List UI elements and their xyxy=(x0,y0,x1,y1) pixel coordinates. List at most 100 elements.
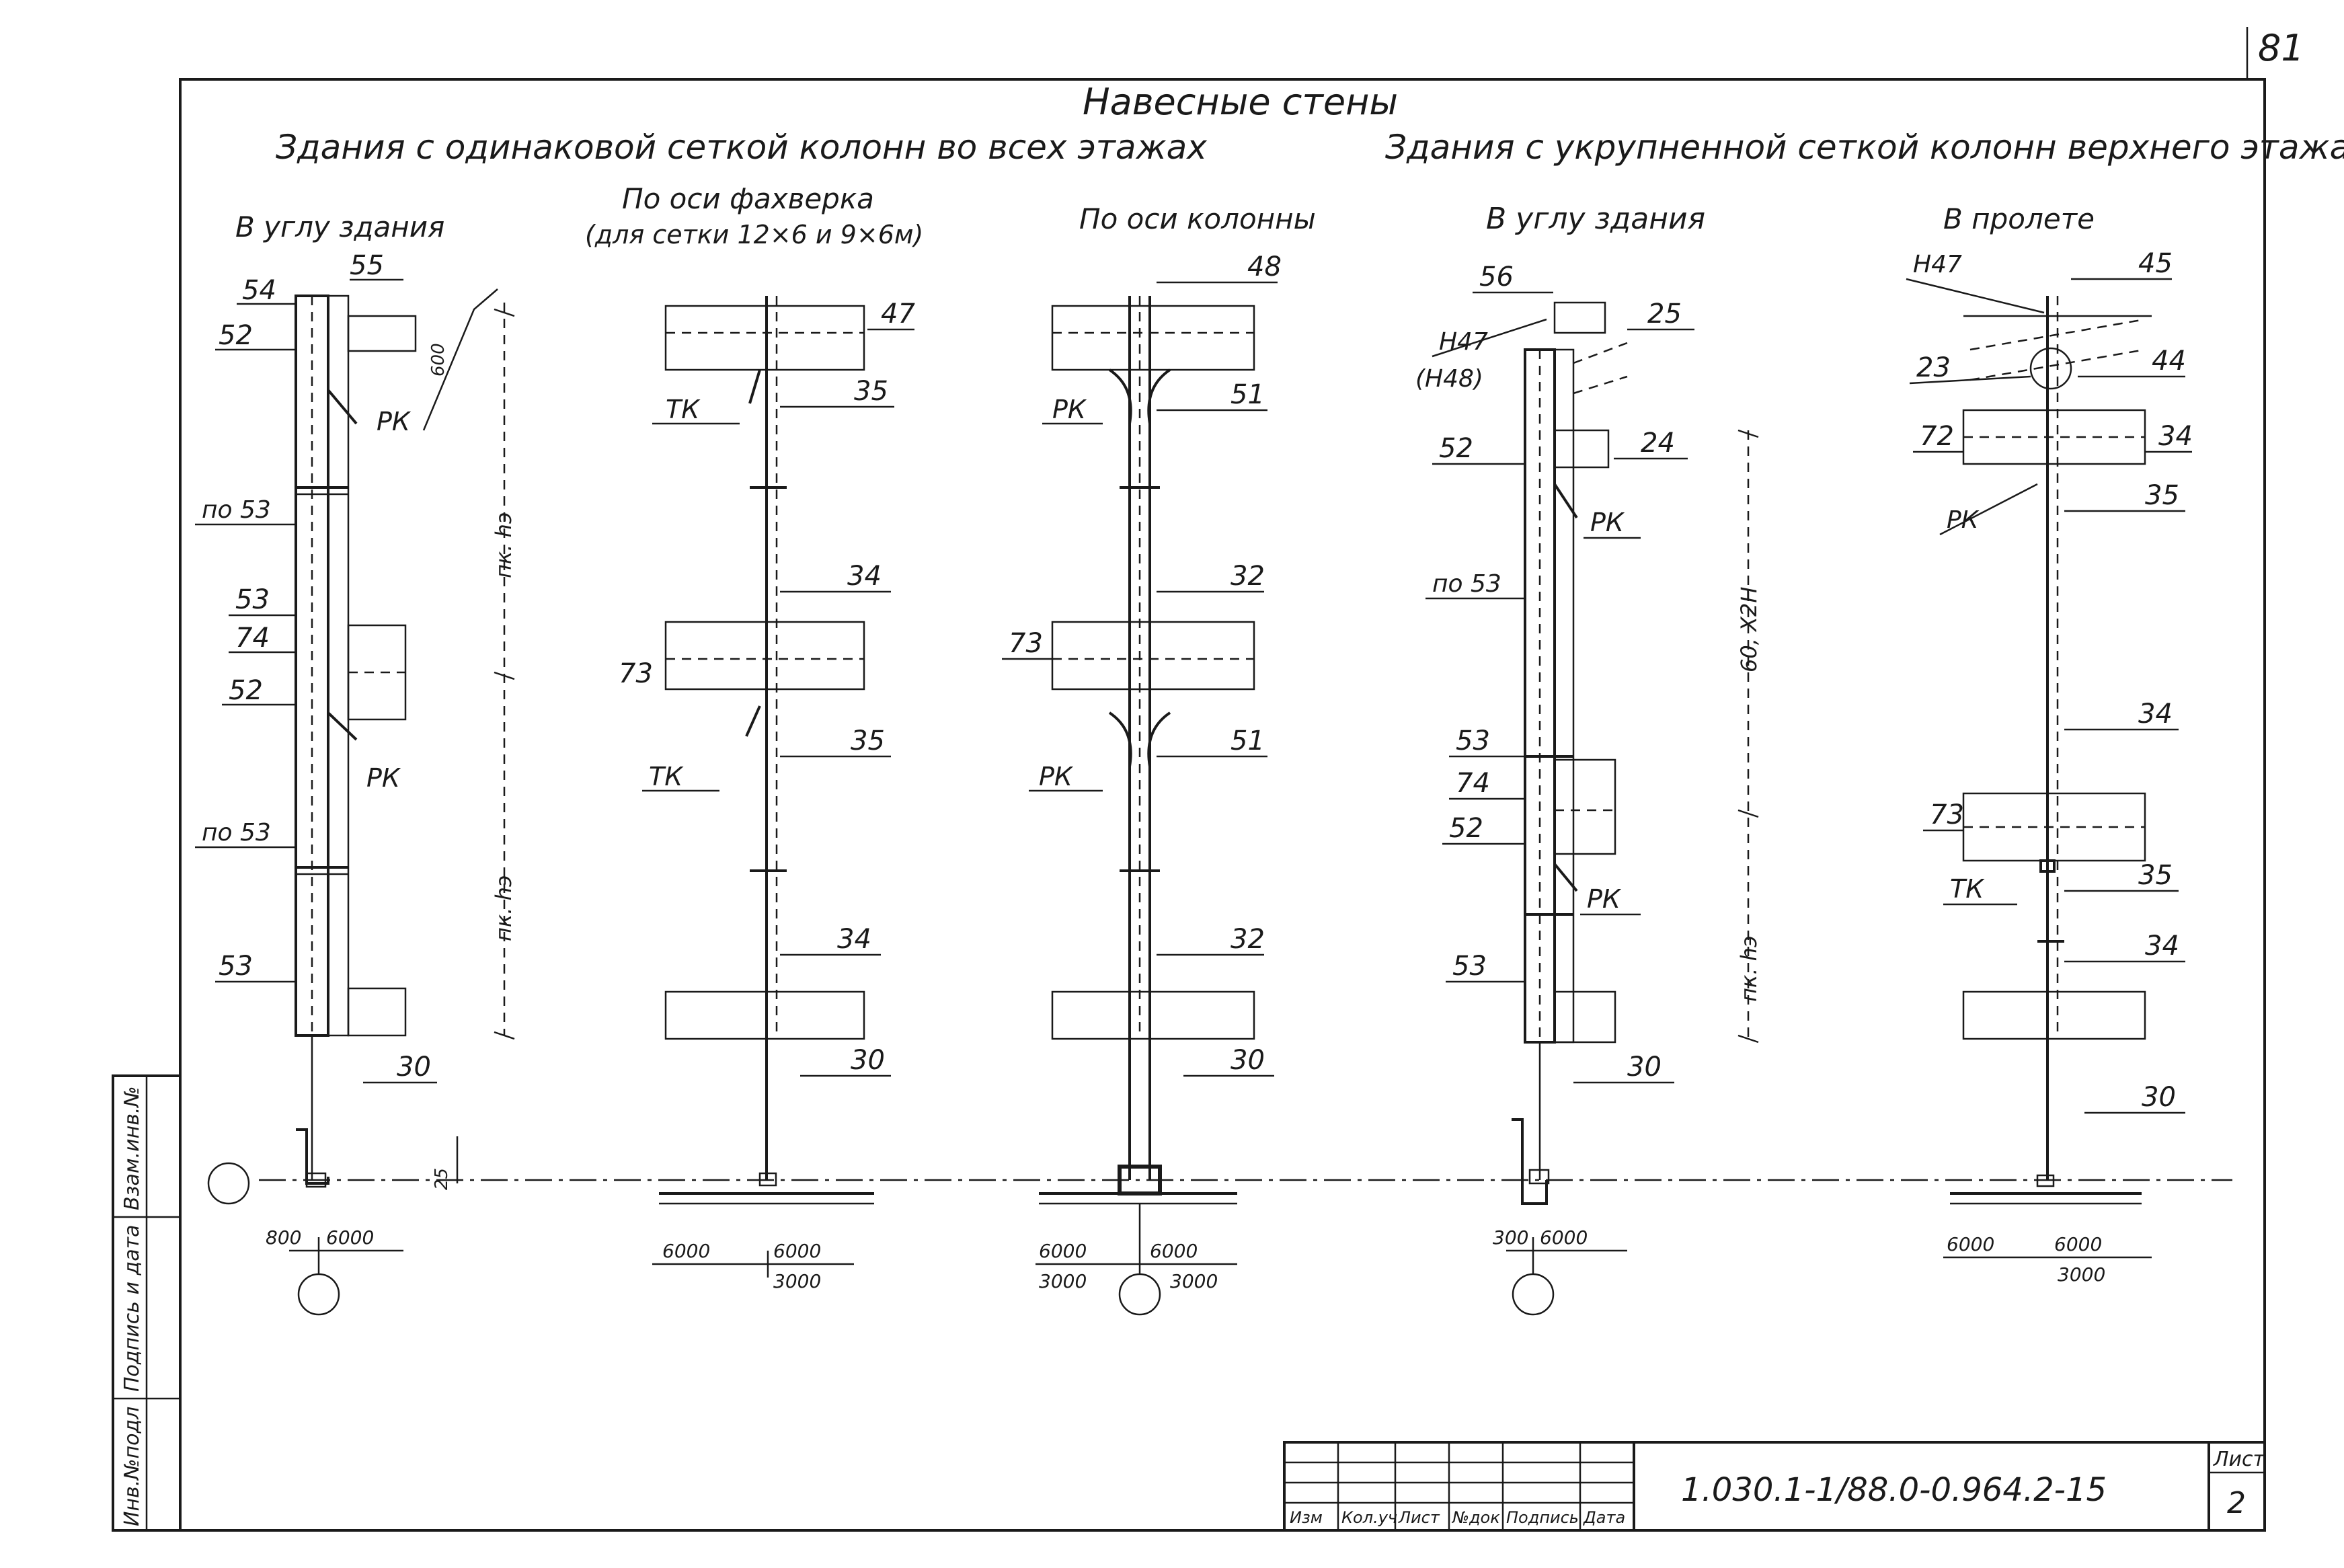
tb-sheet-number: 2 xyxy=(2227,1486,2246,1520)
title-block: Изм Кол.уч Лист №док Подпись Дата 1.030.… xyxy=(1283,1441,2266,1532)
node-callout xyxy=(2029,347,2072,390)
label-52b: 52 xyxy=(229,675,263,706)
label-rk: РК xyxy=(1947,506,1980,534)
label-55: 55 xyxy=(350,250,384,281)
label-30: 30 xyxy=(851,1045,885,1076)
label-34c: 34 xyxy=(2145,931,2179,962)
bottom-slab xyxy=(1962,990,2146,1040)
label-tk: ТК xyxy=(1950,874,1985,904)
dim-3000: 3000 xyxy=(2058,1263,2105,1286)
label-35b: 35 xyxy=(2138,860,2173,891)
header-col3: По оси колонны xyxy=(1079,202,1316,235)
label-23: 23 xyxy=(1916,352,1951,383)
label-51b: 51 xyxy=(1230,726,1265,756)
section-column-axis: 48 РК 51 32 73 РК 51 32 30 6000 6000 300… xyxy=(1002,251,1282,1316)
top-ledger xyxy=(1553,301,1606,334)
mid-ledger xyxy=(1553,758,1616,855)
dim-6000: 6000 xyxy=(326,1226,374,1249)
dim-6000b: 6000 xyxy=(2054,1233,2102,1255)
stamp-inv-podl: Инв.№подл xyxy=(120,1407,144,1526)
upper-ledger xyxy=(347,315,417,352)
dim-pk-he-2: пк. hэ xyxy=(491,875,516,941)
label-48: 48 xyxy=(1247,251,1282,282)
tb-col-data: Дата xyxy=(1583,1508,1625,1527)
label-73: 73 xyxy=(1930,799,1964,830)
title-main: Навесные стены xyxy=(1083,81,1398,123)
dim-6000a: 6000 xyxy=(1947,1233,1994,1255)
label-rk1: РК xyxy=(1590,508,1625,537)
header-col2-line2: (для сетки 12×6 и 9×6м) xyxy=(585,220,923,249)
title-left: Здания с одинаковой сеткой колонн во все… xyxy=(276,128,1207,167)
label-53b: 53 xyxy=(1452,951,1487,982)
label-53a: 53 xyxy=(1456,726,1490,756)
bottom-ledger xyxy=(347,987,407,1037)
section-in-span: Н47 45 23 44 72 34 РК 35 34 73 ТК 35 34 … xyxy=(1906,248,2193,1286)
label-32b: 32 xyxy=(1230,924,1265,955)
label-34b: 34 xyxy=(2138,699,2173,730)
label-35a: 35 xyxy=(854,376,888,407)
tb-document-code: 1.030.1-1/88.0-0.964.2-15 xyxy=(1681,1471,2107,1509)
label-73: 73 xyxy=(619,658,653,689)
mid-slab xyxy=(664,621,865,691)
label-30: 30 xyxy=(1627,1052,1662,1083)
label-47: 47 xyxy=(881,299,915,329)
top-slab xyxy=(1051,305,1255,371)
axis-bubble-side xyxy=(207,1162,250,1205)
label-tk1: ТК xyxy=(666,395,701,424)
label-po53b: по 53 xyxy=(202,819,271,847)
label-30: 30 xyxy=(2142,1082,2176,1113)
bottom-slab xyxy=(1051,990,1255,1040)
label-73: 73 xyxy=(1009,628,1043,659)
section-corner-left: 54 55 52 РК по 53 53 74 52 РК по 53 53 3… xyxy=(195,250,516,1316)
dim-6000b: 6000 xyxy=(773,1240,821,1262)
label-35b: 35 xyxy=(851,726,885,756)
upper-ledger xyxy=(1553,429,1610,469)
label-35a: 35 xyxy=(2145,480,2179,511)
label-h47: Н47 xyxy=(1913,251,1962,278)
axis-bubble xyxy=(1118,1273,1161,1316)
header-col1: В углу здания xyxy=(235,210,444,243)
sheet-frame xyxy=(179,78,2266,1532)
label-30: 30 xyxy=(397,1052,431,1083)
label-51a: 51 xyxy=(1230,379,1265,410)
header-col2-line1: По оси фахверка xyxy=(622,182,874,215)
label-74: 74 xyxy=(1456,768,1490,799)
dim-6000b: 6000 xyxy=(1150,1240,1198,1262)
label-24: 24 xyxy=(1641,428,1675,459)
label-po53: по 53 xyxy=(1432,570,1501,598)
label-rk1: РК xyxy=(1052,395,1087,424)
mid-slab xyxy=(1051,621,1255,691)
dim-300: 300 xyxy=(1493,1226,1528,1249)
axis-bubble xyxy=(1512,1273,1555,1316)
tb-col-podpis: Подпись xyxy=(1506,1508,1579,1527)
label-54: 54 xyxy=(242,275,276,306)
label-tk2: ТК xyxy=(649,762,684,791)
label-72: 72 xyxy=(1920,421,1954,452)
label-rk2: РК xyxy=(366,763,401,793)
section-fachwerk-axis: 47 ТК 35 34 73 ТК 35 34 30 6000 6000 300… xyxy=(619,296,915,1292)
sheet-corner-number: 81 xyxy=(2258,27,2304,69)
label-34b: 34 xyxy=(837,924,871,955)
tb-col-izm: Изм xyxy=(1290,1508,1323,1527)
dim-6000: 6000 xyxy=(1540,1226,1588,1249)
tb-col-list: Лист xyxy=(1398,1508,1440,1527)
label-53a: 53 xyxy=(235,584,270,615)
tb-col-ndok: №док xyxy=(1451,1508,1500,1527)
title-right: Здания с укрупненной сеткой колонн верхн… xyxy=(1385,128,2344,167)
label-53b: 53 xyxy=(219,951,253,982)
bottom-ledger xyxy=(1553,990,1616,1044)
dim-60x2h: 60, Х2Н xyxy=(1736,587,1762,672)
label-po53a: по 53 xyxy=(202,496,271,524)
label-34a: 34 xyxy=(847,561,882,592)
label-25: 25 xyxy=(1647,299,1682,329)
dim-3000a: 3000 xyxy=(1039,1270,1087,1292)
axis-bubble xyxy=(297,1273,340,1316)
section-corner-right: 56 Н47 (Н48) 25 24 52 РК по 53 53 74 52 … xyxy=(1415,262,1762,1316)
label-52b: 52 xyxy=(1449,813,1483,844)
label-56: 56 xyxy=(1479,262,1514,292)
label-rk2: РК xyxy=(1039,762,1074,791)
label-45: 45 xyxy=(2138,248,2173,279)
label-52a: 52 xyxy=(219,320,253,351)
label-30: 30 xyxy=(1230,1045,1265,1076)
label-52a: 52 xyxy=(1439,433,1473,464)
